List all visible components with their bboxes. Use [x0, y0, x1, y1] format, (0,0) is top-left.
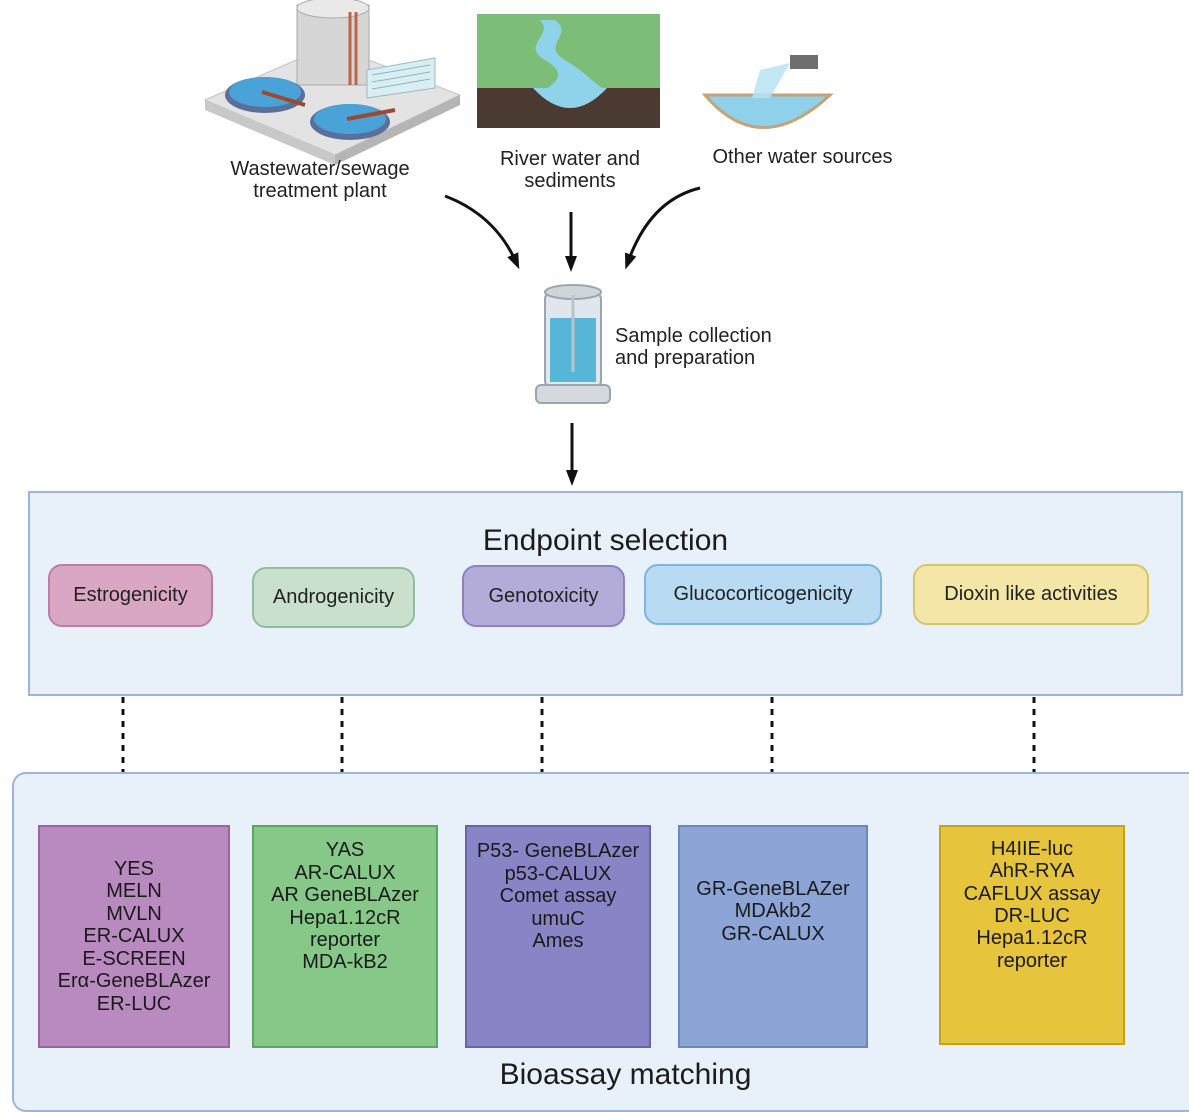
river-icon — [477, 14, 660, 128]
source-label-river: River water and sediments — [499, 148, 641, 192]
sample-label: Sample collection and preparation — [615, 325, 772, 369]
assay-list: P53- GeneBLAzer p53-CALUX Comet assay um… — [476, 840, 640, 953]
endpoint-androgenicity: Androgenicity — [252, 567, 415, 628]
water-bowl-icon — [701, 55, 834, 129]
sample-container-icon — [535, 284, 611, 404]
endpoint-dioxin: Dioxin like activities — [913, 564, 1149, 625]
assay-list: H4IIE-luc AhR-RYA CAFLUX assay DR-LUC He… — [963, 837, 1101, 972]
assay-list: YAS AR-CALUX AR GeneBLAzer Hepa1.12cR re… — [271, 839, 419, 974]
source-label-other: Other water sources — [712, 146, 893, 168]
bioassay-matching-title: Bioassay matching — [499, 1058, 752, 1091]
assay-box-estrogenicity: YES MELN MVLN ER-CALUX E-SCREEN Erα-Gene… — [38, 825, 230, 1048]
endpoint-selection-title: Endpoint selection — [482, 524, 729, 557]
assay-list: GR-GeneBLAZer MDAkb2 GR-CALUX — [696, 877, 850, 945]
assay-box-dioxin: H4IIE-luc AhR-RYA CAFLUX assay DR-LUC He… — [939, 825, 1125, 1045]
source-label-wastewater: Wastewater/sewage treatment plant — [230, 158, 410, 202]
endpoint-glucocorticogenicity: Glucocorticogenicity — [644, 564, 882, 625]
assay-box-glucocorticogenicity: GR-GeneBLAZer MDAkb2 GR-CALUX — [678, 825, 868, 1048]
arrow-other-to-sample — [625, 186, 701, 270]
endpoint-genotoxicity: Genotoxicity — [462, 565, 625, 627]
assay-box-androgenicity: YAS AR-CALUX AR GeneBLAzer Hepa1.12cR re… — [252, 825, 438, 1048]
endpoint-estrogenicity: Estrogenicity — [48, 564, 213, 627]
treatment-plant-icon — [203, 0, 462, 165]
assay-list: YES MELN MVLN ER-CALUX E-SCREEN Erα-Gene… — [57, 858, 211, 1015]
assay-box-genotoxicity: P53- GeneBLAzer p53-CALUX Comet assay um… — [465, 825, 651, 1048]
arrow-plant-to-sample — [444, 194, 520, 270]
